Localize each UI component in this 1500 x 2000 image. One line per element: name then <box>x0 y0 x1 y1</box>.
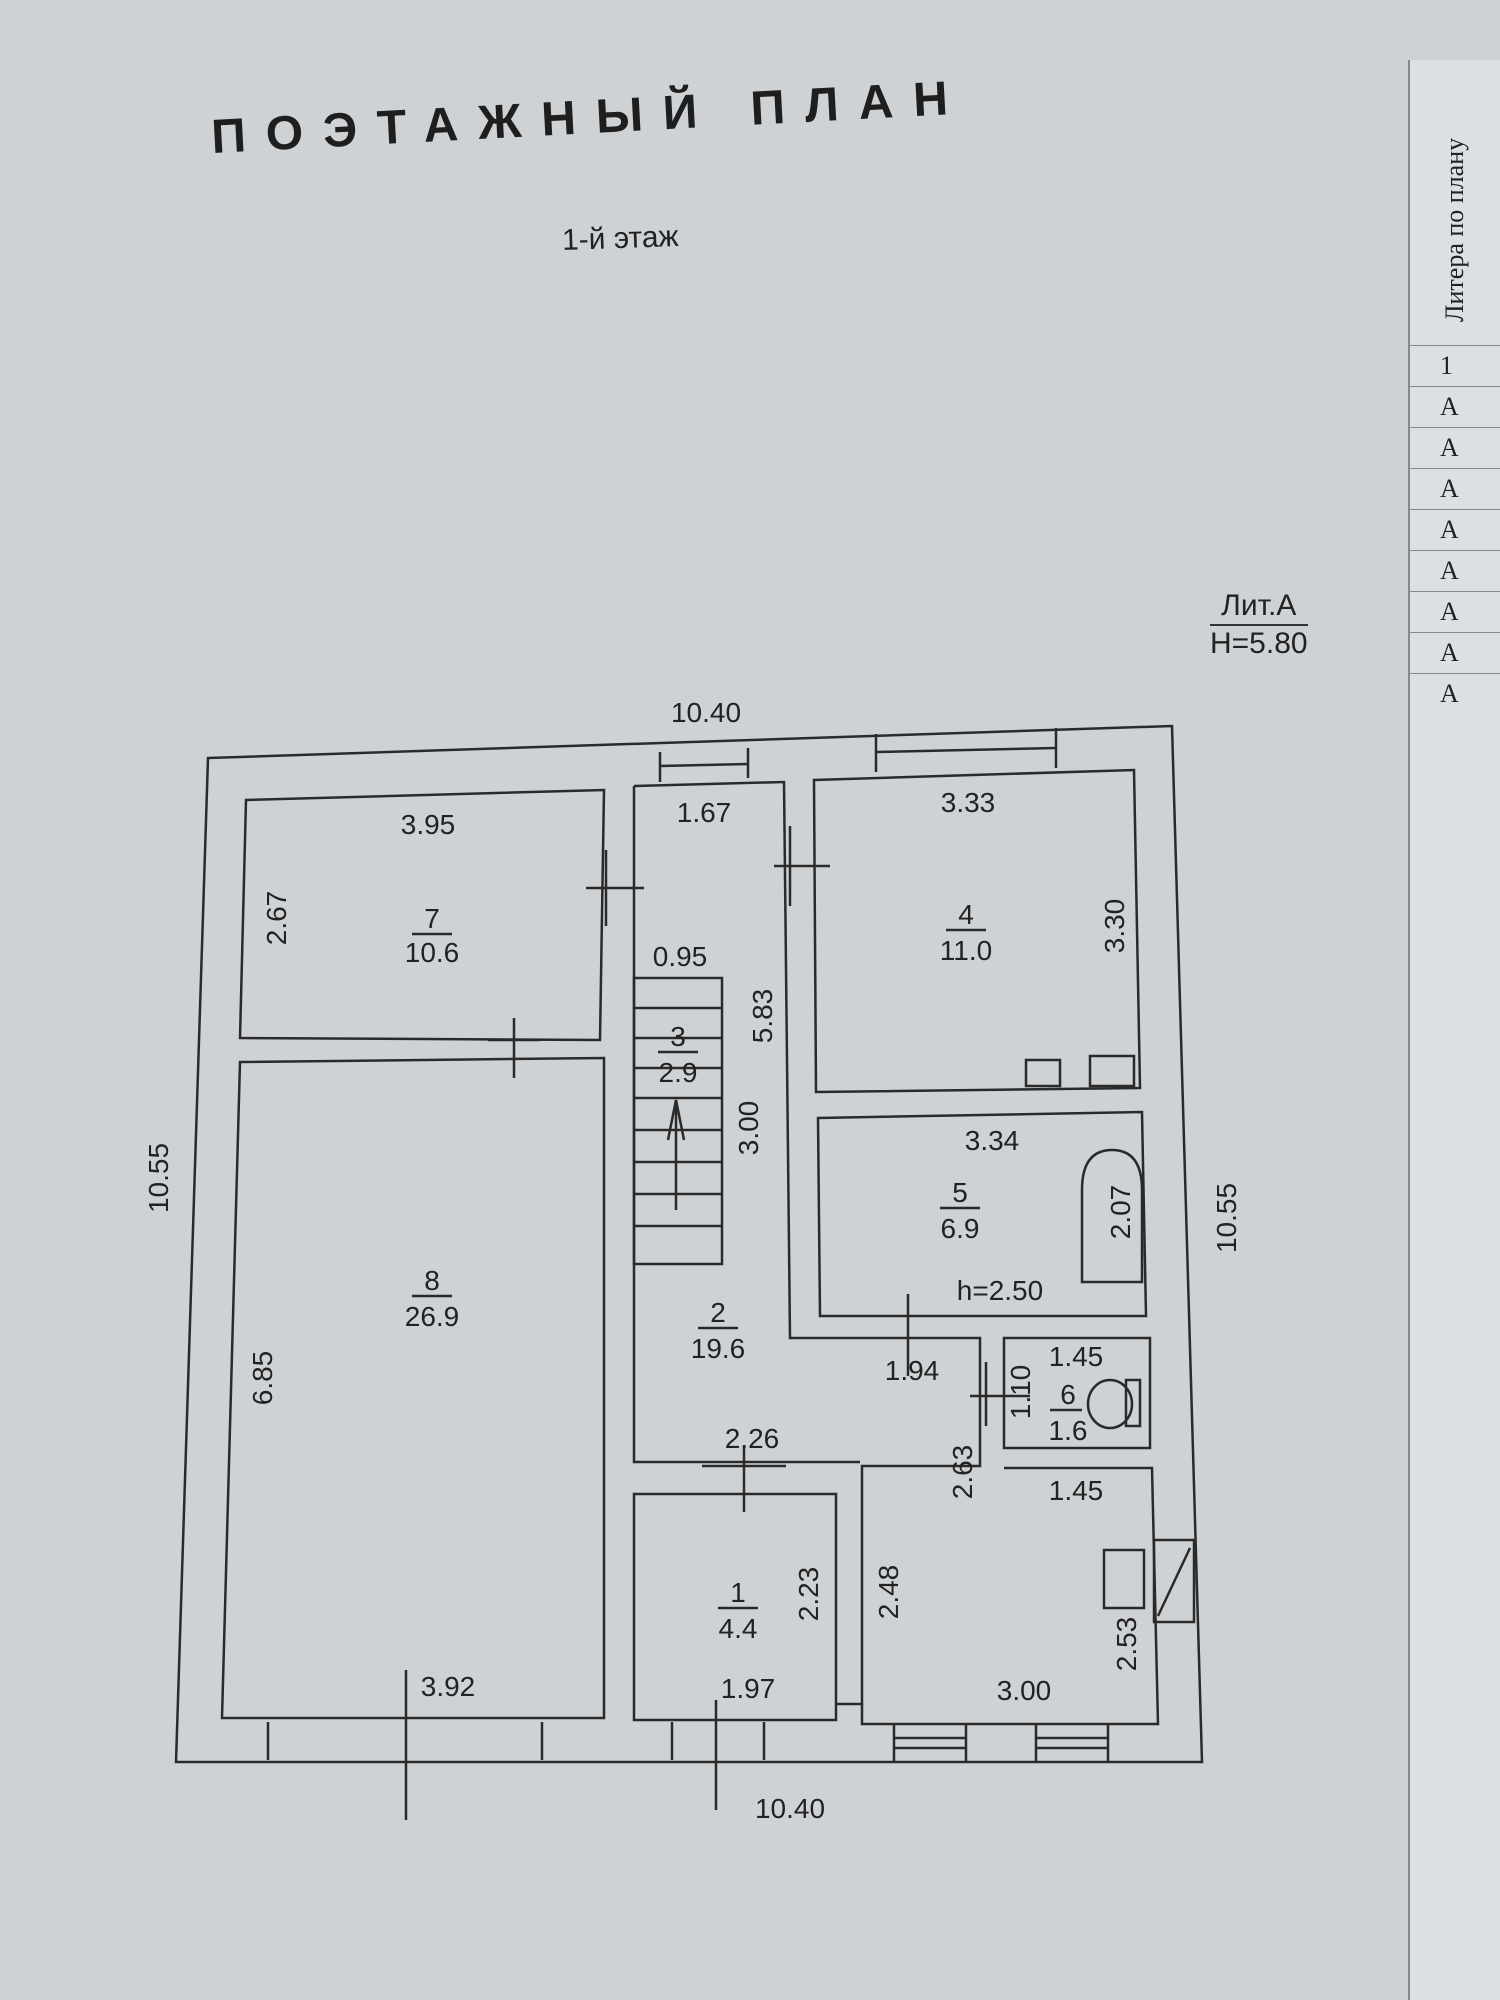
room2-number: 2 <box>710 1297 726 1328</box>
side-row: А <box>1410 386 1500 427</box>
room7-number: 7 <box>424 903 440 934</box>
side-table-rows: 1 А А А А А А А А <box>1410 345 1500 714</box>
dim-r5-ceiling: h=2.50 <box>957 1275 1043 1306</box>
dim-r7-h: 2.67 <box>261 891 292 946</box>
liter-side-table: Литера по плану 1 А А А А А А А А <box>1408 60 1500 2000</box>
side-row: А <box>1410 632 1500 673</box>
side-row: А <box>1410 427 1500 468</box>
fraction-bars <box>412 928 1082 1610</box>
side-row: А <box>1410 509 1500 550</box>
dim-r8-h: 6.85 <box>247 1351 278 1406</box>
dim-corr-len: 2.63 <box>947 1445 978 1500</box>
kitchen-wall <box>860 1466 1160 1726</box>
toilet <box>1086 1378 1134 1430</box>
dim-width-top: 10.40 <box>671 697 741 728</box>
room4-sink <box>1024 1058 1062 1088</box>
stove <box>1102 1548 1146 1610</box>
dim-r6-w: 1.45 <box>1049 1341 1104 1372</box>
dim-r8-w: 3.92 <box>421 1671 476 1702</box>
room6-area: 1.6 <box>1049 1415 1088 1446</box>
room2-area: 19.6 <box>691 1333 746 1364</box>
dim-r2-top: 1.67 <box>677 797 732 828</box>
room8-wall <box>220 1056 606 1720</box>
bathtub <box>1080 1148 1144 1284</box>
room5-number: 5 <box>952 1177 968 1208</box>
room1-wall <box>632 1492 838 1722</box>
dim-stair-w: 0.95 <box>653 941 708 972</box>
side-row: А <box>1410 591 1500 632</box>
vent <box>1152 1538 1196 1624</box>
room5-wall <box>816 1110 1148 1318</box>
dim-bath-len: 2.07 <box>1105 1185 1136 1240</box>
room7-area: 10.6 <box>405 937 460 968</box>
liter-height: H=5.80 <box>1210 627 1308 660</box>
liter-label: Лит.А H=5.80 <box>1210 588 1308 662</box>
side-row: 1 <box>1410 345 1500 386</box>
dim-kitchen-w: 1.45 <box>1049 1475 1104 1506</box>
dim-r4-w: 3.33 <box>941 787 996 818</box>
room4-number: 4 <box>958 899 974 930</box>
room4-area: 11.0 <box>940 935 992 966</box>
dim-r4-h: 3.30 <box>1099 899 1130 954</box>
dim-r5-w: 3.34 <box>965 1125 1020 1156</box>
dim-r2-w-low: 2.26 <box>725 1423 780 1454</box>
dim-kitchen-len: 3.00 <box>997 1675 1052 1706</box>
dim-width-bottom: 10.40 <box>755 1793 825 1824</box>
dim-r7-w: 3.95 <box>401 809 456 840</box>
stair-arrow-head <box>666 1099 686 1141</box>
room3-area: 2.9 <box>659 1057 698 1088</box>
room6-wall <box>1002 1336 1152 1450</box>
dim-height-right: 10.55 <box>1211 1183 1242 1253</box>
room1-number: 1 <box>730 1577 746 1608</box>
stair <box>632 976 724 1266</box>
dim-height-left: 10.55 <box>143 1143 174 1213</box>
stair-steps <box>634 1006 722 1228</box>
dim-r2-len: 5.83 <box>747 989 778 1044</box>
side-table-header-label: Литера по плану <box>1440 137 1469 323</box>
liter-name: Лит.А <box>1210 588 1308 626</box>
room6-number: 6 <box>1060 1379 1076 1410</box>
side-row: А <box>1410 468 1500 509</box>
dim-r1-w: 1.97 <box>721 1673 776 1704</box>
room5-area: 6.9 <box>941 1213 980 1244</box>
doors <box>404 826 1030 1820</box>
side-row: А <box>1410 673 1500 714</box>
side-row: А <box>1410 550 1500 591</box>
side-table-header: Литера по плану <box>1430 100 1480 360</box>
room3-number: 3 <box>670 1021 686 1052</box>
room8-number: 8 <box>424 1265 440 1296</box>
dim-stair-len: 3.00 <box>733 1101 764 1156</box>
dim-corr-w: 1.94 <box>885 1355 940 1386</box>
windows <box>266 728 1110 1762</box>
room2-wall <box>633 780 982 1706</box>
kitchen-sink <box>1088 1054 1136 1088</box>
room8-area: 26.9 <box>405 1301 460 1332</box>
outer-wall <box>174 724 1204 1764</box>
dim-r2-right: 2.48 <box>873 1565 904 1620</box>
dim-r6-h: 1.10 <box>1005 1365 1036 1420</box>
dim-kitchen-h: 2.53 <box>1111 1617 1142 1672</box>
room4-wall <box>812 768 1142 1094</box>
room1-area: 4.4 <box>719 1613 758 1644</box>
dim-r1-h: 2.23 <box>793 1567 824 1622</box>
inner-wall-line <box>238 788 606 1042</box>
